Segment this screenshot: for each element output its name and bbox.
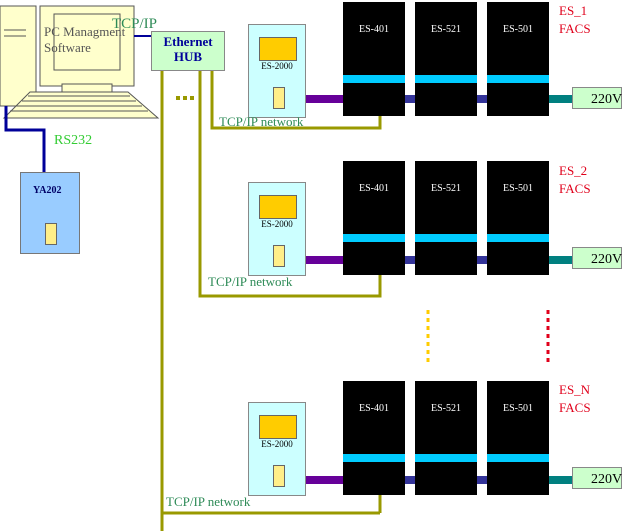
rack-type: FACS [559, 181, 591, 196]
module-es521[interactable]: ES-521 [415, 381, 477, 495]
hub-label: Ethernet HUB [163, 34, 213, 64]
network-cables [160, 70, 382, 531]
module-es401[interactable]: ES-401 [343, 2, 405, 116]
module-es401[interactable]: ES-401 [343, 381, 405, 495]
module-label: ES-401 [359, 403, 389, 414]
voltage-label: 220V [591, 252, 623, 267]
module-band [415, 234, 477, 242]
tcp-ip-label: TCP/IP [112, 16, 158, 32]
module-band [415, 75, 477, 83]
module-band [487, 75, 549, 83]
es2000-controller[interactable]: ES-2000 [248, 402, 306, 496]
module-label: ES-401 [359, 24, 389, 35]
module-label: ES-501 [503, 403, 533, 414]
rack-name: ES_N [559, 382, 591, 397]
controller-display [259, 415, 297, 439]
tcp-ip-network-label: TCP/IP network [166, 494, 251, 509]
module-band [487, 234, 549, 242]
ya202-port [45, 223, 57, 245]
rack-type: FACS [559, 21, 591, 36]
power-supply[interactable]: 220V [572, 467, 622, 489]
module-band [343, 75, 405, 83]
tcp-ip-network-label: TCP/IP network [219, 114, 304, 129]
power-supply[interactable]: 220V [572, 247, 622, 269]
module-es501[interactable]: ES-501 [487, 161, 549, 275]
controller-port [273, 465, 285, 487]
rack-buses [306, 95, 572, 484]
controller-label: ES-2000 [261, 61, 293, 71]
module-label: ES-521 [431, 24, 461, 35]
controller-display [259, 37, 297, 61]
es2000-controller[interactable]: ES-2000 [248, 182, 306, 276]
rack-name: ES_2 [559, 163, 588, 178]
pc-software-label: PC Managment Software [44, 24, 126, 55]
module-es521[interactable]: ES-521 [415, 2, 477, 116]
module-es501[interactable]: ES-501 [487, 2, 549, 116]
es2000-controller[interactable]: ES-2000 [248, 24, 306, 118]
voltage-label: 220V [591, 92, 623, 107]
module-label: ES-501 [503, 183, 533, 194]
rs232-label: RS232 [54, 133, 93, 148]
tcp-ip-network-label: TCP/IP network [208, 274, 293, 289]
power-supply[interactable]: 220V [572, 87, 622, 109]
rack-type: FACS [559, 400, 591, 415]
rack-name-label: ES_1 FACS [559, 2, 591, 38]
voltage-label: 220V [591, 472, 623, 487]
ya202-device[interactable]: YA202 [20, 172, 80, 254]
module-es521[interactable]: ES-521 [415, 161, 477, 275]
module-label: ES-501 [503, 24, 533, 35]
rack-name-label: ES_2 FACS [559, 162, 591, 198]
ethernet-hub[interactable]: Ethernet HUB [151, 31, 225, 71]
rack-name: ES_1 [559, 3, 588, 18]
ya202-label: YA202 [33, 185, 62, 196]
module-es501[interactable]: ES-501 [487, 381, 549, 495]
module-label: ES-521 [431, 183, 461, 194]
controller-port [273, 87, 285, 109]
module-band [415, 454, 477, 462]
controller-label: ES-2000 [261, 439, 293, 449]
module-band [343, 454, 405, 462]
controller-display [259, 195, 297, 219]
module-band [487, 454, 549, 462]
module-label: ES-521 [431, 403, 461, 414]
module-label: ES-401 [359, 183, 389, 194]
controller-label: ES-2000 [261, 219, 293, 229]
pc-illustration [0, 5, 160, 119]
controller-port [273, 245, 285, 267]
module-band [343, 234, 405, 242]
hub-more-ports [176, 96, 194, 100]
module-es401[interactable]: ES-401 [343, 161, 405, 275]
rack-name-label: ES_N FACS [559, 381, 591, 417]
rs232-cable [4, 106, 46, 172]
